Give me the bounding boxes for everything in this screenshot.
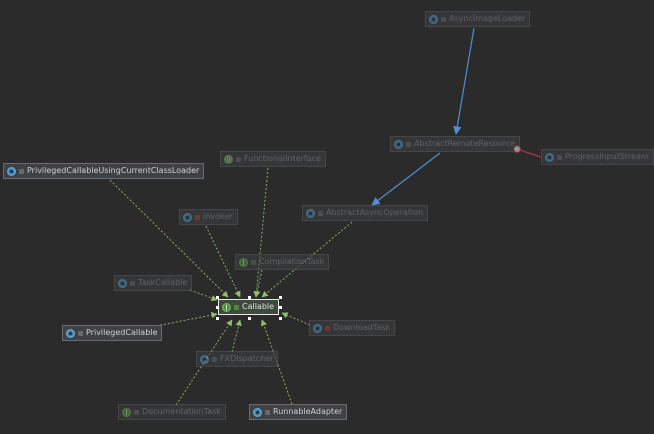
selection-handle-top-middle[interactable]: [248, 296, 251, 299]
visibility-icon: [251, 259, 256, 265]
node-label: AsyncImageLoader: [449, 14, 526, 23]
selection-handle-bottom-middle[interactable]: [248, 317, 251, 320]
node-label: PrivilegedCallableUsingCurrentClassLoade…: [27, 166, 200, 175]
interface-icon: [239, 257, 248, 267]
class-icon: [66, 328, 75, 338]
class-icon: [183, 212, 192, 222]
node-label: RunnableAdapter: [273, 407, 343, 416]
class-icon: [313, 323, 322, 333]
selection-handle-top-right[interactable]: [279, 296, 282, 299]
edge-compilationtask-to-callable: [254, 269, 263, 298]
node-label: DocumentationTask: [142, 407, 221, 416]
node-label: CompilationTask: [259, 257, 325, 266]
visibility-icon: [265, 409, 270, 415]
visibility-icon: [236, 156, 241, 162]
selection-handle-bottom-left[interactable]: [216, 317, 219, 320]
node-functionalinterface[interactable]: FunctionalInterface: [220, 151, 326, 167]
visibility-icon: [557, 154, 562, 160]
node-label: FXDispatcher: [220, 354, 274, 363]
visibility-icon: [195, 214, 200, 220]
node-label: AbstractAsyncOperation: [326, 208, 424, 217]
node-privilegedcallableusingcurrentclassloader[interactable]: PrivilegedCallableUsingCurrentClassLoade…: [3, 163, 205, 179]
edge-taskcallable-to-callable: [189, 289, 218, 301]
class-icon: [429, 14, 438, 24]
edge-fxdispatcher-to-callable: [231, 319, 242, 353]
class-icon: [306, 208, 315, 218]
selection-handle-middle-right[interactable]: [279, 306, 282, 309]
visibility-icon: [212, 356, 217, 362]
edge-privilegedcallable-to-callable: [155, 312, 218, 327]
class-icon: [118, 278, 127, 288]
node-label: Callable: [242, 302, 275, 311]
node-callable[interactable]: Callable: [218, 299, 280, 315]
visibility-icon: [130, 280, 135, 286]
node-abstractasyncoperation[interactable]: AbstractAsyncOperation: [302, 205, 429, 221]
visibility-icon: [134, 409, 139, 415]
node-privilegedcallable[interactable]: PrivilegedCallable: [62, 325, 163, 341]
selection-handle-middle-left[interactable]: [216, 306, 219, 309]
interface-icon: [222, 302, 231, 312]
node-documentationtask[interactable]: DocumentationTask: [118, 404, 226, 420]
node-label: AbstractRemoteResource: [414, 139, 516, 148]
class-icon: [200, 354, 209, 364]
class-icon: [545, 152, 554, 162]
edge-invoker-to-callable: [205, 225, 241, 298]
edge-asyncimageloader-to-abstractremoteresource: [453, 27, 475, 135]
node-fxdispatcher[interactable]: FXDispatcher: [196, 351, 279, 367]
visibility-icon: [19, 168, 24, 174]
annotation-icon: [224, 152, 233, 166]
node-label: Invoker: [203, 212, 233, 221]
node-downloadtask[interactable]: DownloadTask: [309, 320, 396, 336]
selection-handle-bottom-right[interactable]: [279, 317, 282, 320]
node-invoker[interactable]: Invoker: [179, 209, 238, 225]
visibility-icon: [78, 330, 83, 336]
node-compilationtask[interactable]: CompilationTask: [235, 254, 330, 270]
node-label: ProgressInputStream: [565, 152, 649, 161]
visibility-icon: [441, 16, 446, 22]
node-abstractremoteresource[interactable]: AbstractRemoteResource: [390, 136, 521, 152]
node-runnableadapter[interactable]: RunnableAdapter: [249, 404, 348, 420]
edge-downloadtask-to-callable: [281, 312, 311, 326]
node-label: FunctionalInterface: [244, 154, 321, 163]
edge-abstractasyncoperation-to-callable: [261, 221, 353, 298]
edge-abstractremoteresource-to-progressinputstream: [516, 148, 542, 158]
interface-icon: [122, 407, 131, 417]
edge-abstractremoteresource-to-abstractasyncoperation: [371, 152, 441, 206]
class-icon: [394, 139, 403, 149]
node-asyncimageloader[interactable]: AsyncImageLoader: [425, 11, 531, 27]
edge-functionalinterface-to-callable: [253, 167, 269, 298]
visibility-icon: [318, 210, 323, 216]
node-label: TaskCallable: [138, 278, 188, 287]
class-icon: [7, 166, 16, 176]
visibility-icon: [406, 141, 411, 147]
selection-handle-top-left[interactable]: [216, 296, 219, 299]
node-label: DownloadTask: [333, 323, 391, 332]
node-label: PrivilegedCallable: [86, 328, 158, 337]
node-taskcallable[interactable]: TaskCallable: [114, 275, 193, 291]
edge-documentationtask-to-callable: [175, 319, 233, 406]
class-icon: [253, 407, 262, 417]
visibility-icon: [234, 304, 239, 310]
visibility-icon: [325, 325, 330, 331]
node-progressinputstream[interactable]: ProgressInputStream: [541, 149, 654, 165]
